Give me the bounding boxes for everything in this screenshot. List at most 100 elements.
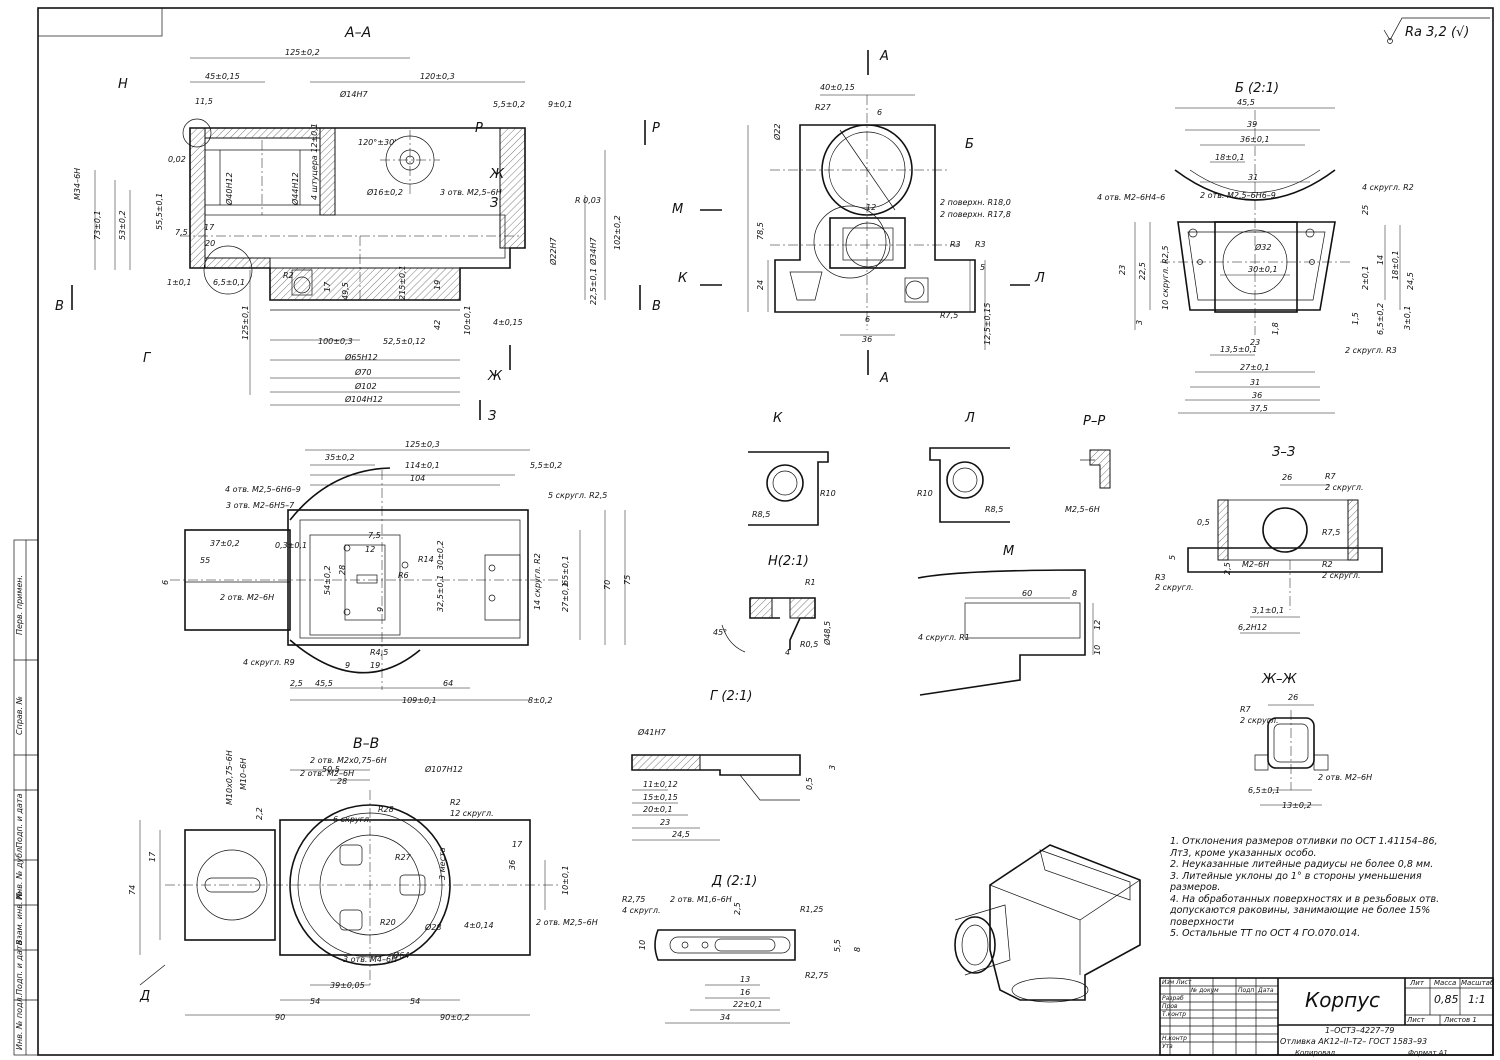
svg-text:4±0,14: 4±0,14	[464, 921, 494, 930]
svg-text:23: 23	[1250, 338, 1260, 347]
svg-text:R0,5: R0,5	[800, 640, 818, 649]
svg-text:2,5: 2,5	[733, 902, 742, 915]
svg-text:37±0,2: 37±0,2	[210, 539, 240, 548]
svg-text:6,5±0,1: 6,5±0,1	[213, 278, 245, 287]
title-block	[1159, 977, 1494, 1056]
svg-text:R2: R2	[283, 271, 294, 280]
svg-text:Ø48,5: Ø48,5	[822, 621, 832, 646]
svg-text:55: 55	[200, 556, 210, 565]
svg-text:4 скругл. R9: 4 скругл. R9	[243, 658, 295, 667]
svg-text:36±0,1: 36±0,1	[1240, 135, 1270, 144]
svg-text:5,5: 5,5	[833, 939, 842, 952]
svg-text:Ø14Н7: Ø14Н7	[339, 89, 368, 99]
marker-d: Д	[139, 989, 150, 1004]
note-2: 2. Неуказанные литейные радиусы не более…	[1170, 859, 1434, 870]
svg-text:3±0,1: 3±0,1	[1403, 305, 1412, 330]
svg-text:2,2: 2,2	[255, 807, 264, 820]
detail-g-dims: Ø41Н7 11±0,12 15±0,15 20±0,1 23 24,5 3 0…	[637, 727, 837, 839]
detail-d-title: Д (2:1)	[711, 874, 757, 889]
detail-n: Н(2:1)	[721, 554, 816, 653]
svg-text:4 скругл.: 4 скругл.	[622, 906, 661, 915]
svg-text:2 отв. М1,6–6Н: 2 отв. М1,6–6Н	[670, 895, 732, 904]
svg-text:R7: R7	[1325, 472, 1337, 481]
svg-text:0,5: 0,5	[805, 777, 814, 790]
tb-row-razrab: Разраб	[1162, 995, 1184, 1002]
svg-text:Ø32: Ø32	[1254, 242, 1271, 252]
svg-text:215±0,1: 215±0,1	[398, 265, 407, 300]
svg-text:55,5±0,1: 55,5±0,1	[155, 193, 164, 230]
technical-requirements: 1. Отклонения размеров отливки по ОСТ 1.…	[1170, 836, 1460, 940]
svg-text:49,5: 49,5	[341, 282, 350, 300]
svg-text:Ø64: Ø64	[392, 950, 409, 960]
svg-text:35±0,2: 35±0,2	[325, 453, 355, 462]
svg-text:24,5: 24,5	[1406, 272, 1415, 290]
svg-text:14 скругл. R2: 14 скругл. R2	[533, 553, 542, 610]
svg-text:90: 90	[275, 1013, 285, 1022]
svg-text:6 скругл.: 6 скругл.	[333, 815, 372, 824]
svg-text:12 скругл.: 12 скругл.	[450, 809, 494, 818]
svg-text:К: К	[678, 271, 688, 286]
svg-text:2 отв. М2х0,75–6Н: 2 отв. М2х0,75–6Н	[310, 756, 387, 765]
svg-text:Ø65Н12: Ø65Н12	[344, 352, 378, 362]
svg-text:10±0,1: 10±0,1	[463, 305, 472, 335]
svg-text:2 скругл.: 2 скругл.	[1325, 483, 1364, 492]
svg-text:8±0,2: 8±0,2	[528, 696, 553, 705]
col-lit: Лит	[1410, 979, 1424, 987]
svg-text:3 отв. М2,5–6Н: 3 отв. М2,5–6Н	[440, 188, 502, 197]
side-stamp-6: Инв. № подл.	[15, 995, 24, 1050]
svg-text:120°±30': 120°±30'	[358, 138, 396, 147]
svg-text:2 отв. М2,5–6Н6–9: 2 отв. М2,5–6Н6–9	[1200, 191, 1276, 200]
svg-text:13±0,2: 13±0,2	[1282, 801, 1312, 810]
svg-text:R2,75: R2,75	[622, 895, 645, 904]
svg-text:19: 19	[370, 661, 380, 670]
svg-text:125±0,3: 125±0,3	[405, 440, 440, 449]
svg-text:23: 23	[660, 818, 670, 827]
note-3: 3. Литейные уклоны до 1° в стороны умень…	[1170, 870, 1422, 894]
sheets-label: Листов 1	[1444, 1016, 1477, 1024]
svg-text:R1: R1	[805, 578, 816, 587]
svg-text:8: 8	[853, 947, 862, 952]
svg-text:54: 54	[410, 997, 420, 1006]
svg-text:4 отв. М2–6Н4–6: 4 отв. М2–6Н4–6	[1097, 193, 1165, 202]
svg-text:30±0,1: 30±0,1	[1248, 265, 1278, 274]
svg-text:Ø40Н12: Ø40Н12	[224, 172, 234, 206]
svg-text:R7,5: R7,5	[940, 311, 958, 320]
side-stamp-2: Подп. и дата	[15, 793, 24, 848]
svg-text:3: 3	[1135, 320, 1144, 325]
svg-text:10: 10	[638, 940, 647, 950]
svg-text:6,2Н12: 6,2Н12	[1238, 623, 1267, 632]
svg-text:50,5: 50,5	[322, 765, 340, 774]
svg-text:Ø34Н7: Ø34Н7	[588, 237, 598, 266]
svg-text:Г: Г	[143, 351, 152, 366]
roughness-symbol: Ra 3,2 (√)	[1383, 17, 1490, 44]
svg-text:Ж: Ж	[489, 167, 505, 182]
svg-text:78,5: 78,5	[756, 222, 765, 240]
svg-text:24,5: 24,5	[672, 830, 690, 839]
svg-text:102±0,2: 102±0,2	[613, 215, 622, 250]
col-scale: Масштаб	[1461, 979, 1495, 987]
section-vv-plan	[170, 449, 626, 701]
detail-b-dims: 45,5 39 36±0,1 18±0,1 31 4 отв. М2–6Н4–6…	[1097, 98, 1415, 413]
svg-text:5: 5	[1168, 555, 1177, 560]
svg-text:90±0,2: 90±0,2	[440, 1013, 470, 1022]
svg-text:R27: R27	[395, 853, 412, 862]
sheet-label: Лист	[1407, 1016, 1425, 1024]
svg-text:36: 36	[862, 335, 872, 344]
svg-text:3,1±0,1: 3,1±0,1	[1252, 606, 1284, 615]
view-a: А А	[700, 49, 1030, 386]
svg-text:65±0,1: 65±0,1	[561, 555, 570, 585]
svg-text:R3: R3	[1155, 573, 1166, 582]
corner-stamp	[37, 7, 163, 37]
svg-text:М2–6Н: М2–6Н	[1242, 560, 1269, 569]
section-aa: А–А	[71, 25, 646, 420]
svg-text:9: 9	[345, 661, 350, 670]
svg-text:16: 16	[740, 988, 750, 997]
svg-text:27±0,1: 27±0,1	[1240, 363, 1270, 372]
section-bb-title: В–В	[353, 736, 379, 752]
svg-text:11,5: 11,5	[195, 97, 213, 106]
svg-text:4 скругл. R2: 4 скругл. R2	[1362, 183, 1414, 192]
svg-text:53±0,2: 53±0,2	[118, 210, 127, 240]
svg-text:6: 6	[877, 108, 882, 117]
svg-text:5: 5	[980, 263, 985, 272]
